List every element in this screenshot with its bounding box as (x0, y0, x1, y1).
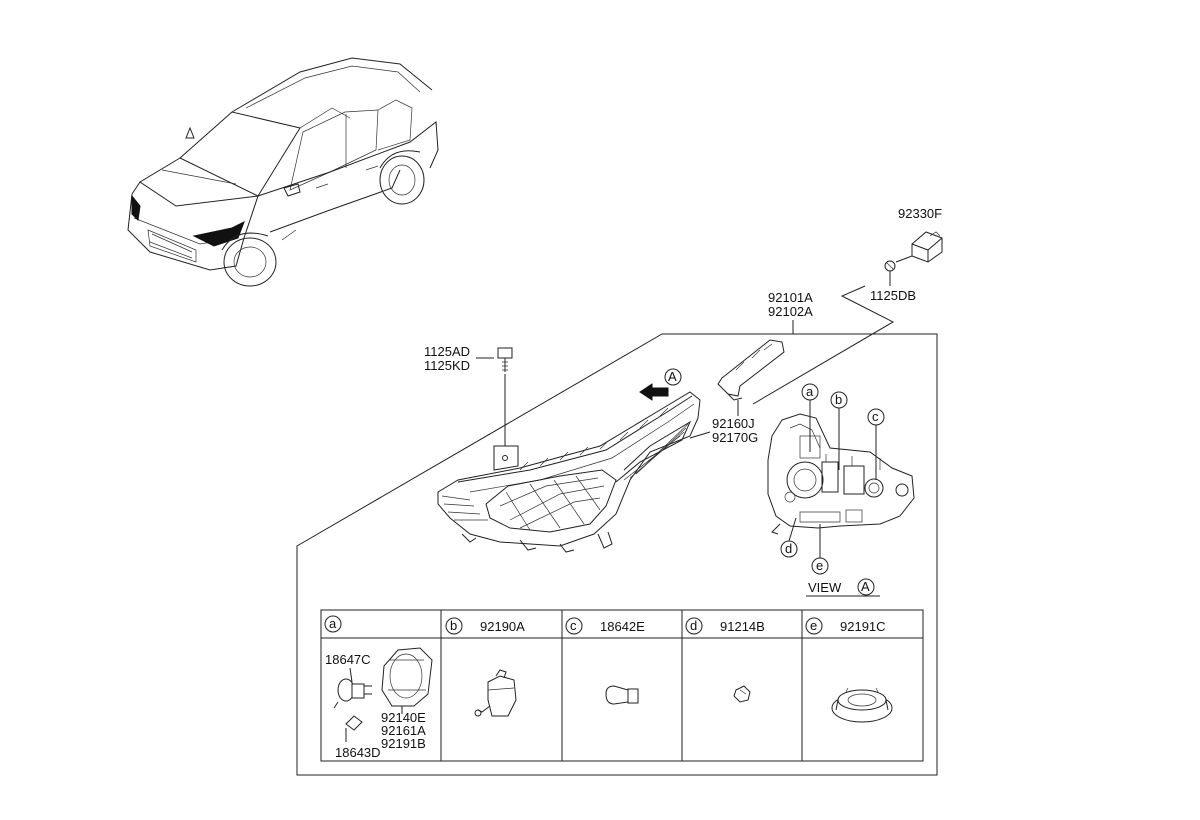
table-cell-b-letter: b (450, 618, 457, 633)
holder-92140E (381, 647, 433, 707)
bulb-18642E (605, 685, 639, 705)
bolt-1125AD (497, 347, 513, 372)
label-92101A: 92101A (768, 290, 813, 305)
label-92102A: 92102A (768, 304, 813, 319)
callout-circles (780, 383, 885, 575)
label-92330F: 92330F (898, 206, 942, 221)
view-arrow (639, 368, 682, 401)
callout-c: c (872, 409, 879, 424)
bulb-18643D (345, 715, 363, 742)
leader-92170G (689, 431, 711, 439)
callout-d: d (785, 541, 792, 556)
label-92170G: 92170G (712, 430, 758, 445)
plug-91214B (733, 685, 751, 703)
arrow-marker-a: A (668, 369, 677, 384)
table-cell-b-part: 92190A (480, 619, 525, 634)
cover-92191C (831, 687, 893, 723)
view-label: VIEW (808, 580, 842, 595)
label-92160J: 92160J (712, 416, 755, 431)
view-marker-a: A (861, 579, 870, 594)
callout-b: b (835, 392, 842, 407)
leader-92330F-to-lamp (752, 285, 895, 405)
table-cell-a-letter: a (329, 616, 337, 631)
table-cell-d-part: 91214B (720, 619, 765, 634)
table-cell-c-letter: c (570, 618, 577, 633)
view-label-marker (857, 578, 875, 596)
label-92191B: 92191B (381, 736, 426, 751)
exploded-view-frame (296, 333, 938, 776)
label-18647C: 18647C (325, 652, 371, 667)
table-cell-c-part: 18642E (600, 619, 645, 634)
table-cell-e-letter: e (810, 618, 817, 633)
label-1125AD: 1125AD (424, 344, 470, 359)
rear-view-a (767, 413, 915, 535)
part-92330F-module (911, 231, 943, 263)
screw-1125DB (884, 255, 913, 272)
label-1125DB: 1125DB (870, 288, 916, 303)
table-cell-d-letter: d (690, 618, 697, 633)
headlamp-assembly (437, 391, 701, 553)
callout-e: e (816, 558, 823, 573)
callout-a: a (806, 384, 814, 399)
bulb-18647C (333, 667, 372, 709)
car-illustration (127, 57, 439, 287)
bracket-92160J (717, 339, 785, 401)
table-cell-e-part: 92191C (840, 619, 886, 634)
label-18643D: 18643D (335, 745, 381, 760)
parts-table (320, 609, 924, 762)
socket-92190A (474, 669, 517, 717)
label-92140E: 92140E (381, 710, 426, 725)
label-1125KD: 1125KD (424, 358, 470, 373)
label-92161A: 92161A (381, 723, 426, 738)
